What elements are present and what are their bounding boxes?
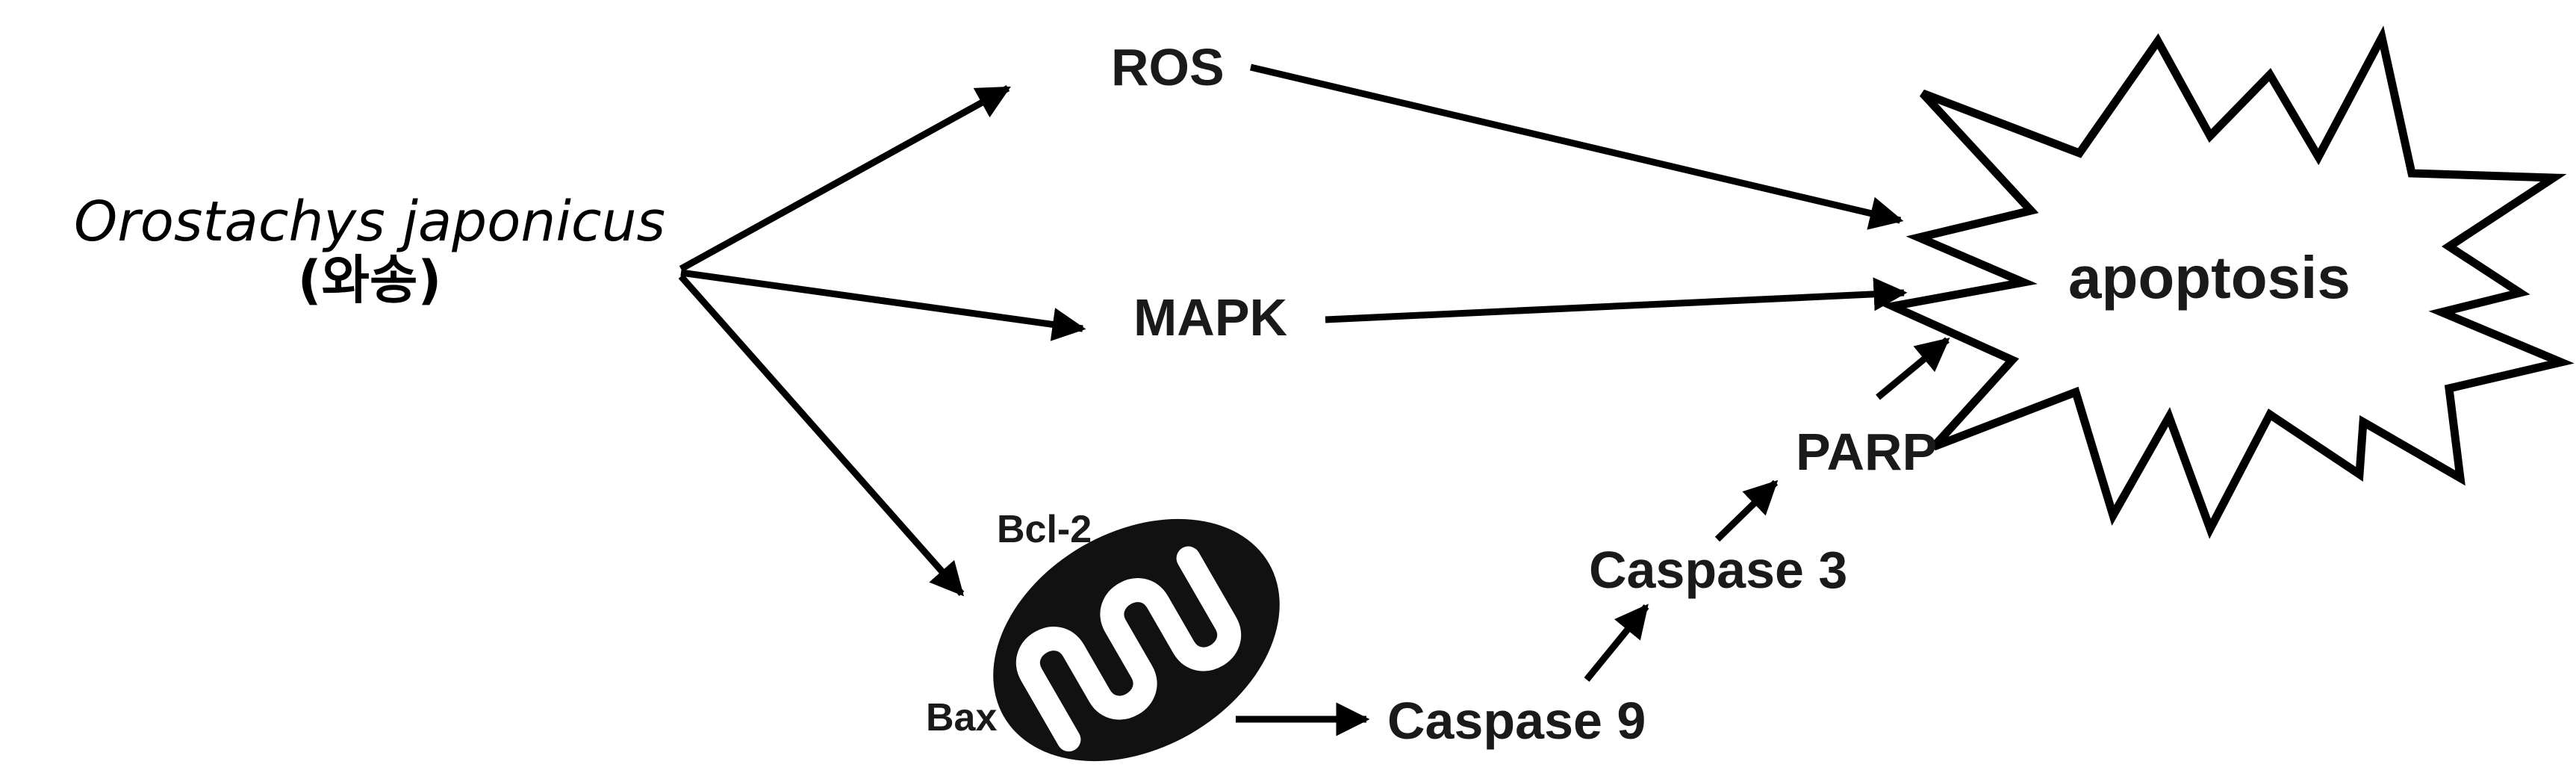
arrow-mapk-to-apoptosis xyxy=(1325,277,1908,323)
arrow-source-to-mitochondrion xyxy=(678,274,965,597)
arrow-ros-to-apoptosis xyxy=(1249,63,1904,230)
node-mapk: MAPK xyxy=(1133,288,1288,347)
arrow-caspase9-to-caspase3 xyxy=(1584,603,1649,682)
source-label: Orostachys japonicus (와송) xyxy=(45,190,694,311)
node-bcl2: Bcl-2 xyxy=(997,508,1092,551)
arrow-parp-to-apoptosis xyxy=(1876,337,1950,400)
arrow-source-to-mapk xyxy=(680,269,1086,341)
node-parp: PARP xyxy=(1796,423,1938,481)
mitochondrion-icon xyxy=(993,518,1280,762)
node-apoptosis: apoptosis xyxy=(2068,244,2351,311)
node-caspase9: Caspase 9 xyxy=(1387,692,1646,750)
source-korean-name: (와송) xyxy=(297,249,442,311)
node-ros: ROS xyxy=(1111,38,1225,96)
node-bax: Bax xyxy=(926,696,998,739)
node-caspase3: Caspase 3 xyxy=(1589,541,1848,599)
apoptosis-burst-shape xyxy=(1879,25,2575,539)
arrow-source-to-ros xyxy=(679,85,1011,272)
source-latin-name: Orostachys japonicus xyxy=(73,190,666,254)
arrow-caspase3-to-parp xyxy=(1714,479,1779,542)
